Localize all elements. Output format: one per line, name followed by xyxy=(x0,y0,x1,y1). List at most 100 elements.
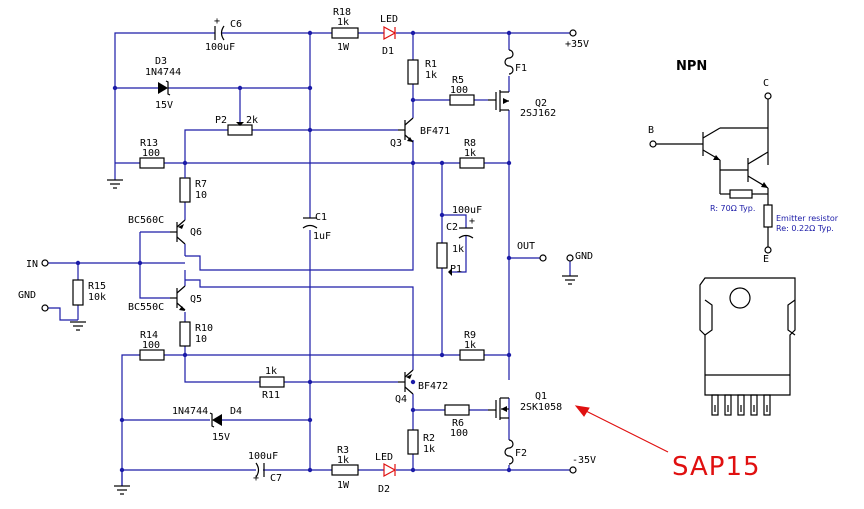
d1-label: D1 xyxy=(382,46,394,57)
c2-value: 100uF xyxy=(452,205,482,216)
q5-value: BC550C xyxy=(128,302,164,313)
q6-value: BC560C xyxy=(128,215,164,226)
capacitor-c1 xyxy=(302,217,318,229)
p2-value: 2k xyxy=(246,115,258,126)
resistor-r9 xyxy=(459,349,485,361)
r15-value: 10k xyxy=(88,292,106,303)
r9-value: 1k xyxy=(464,340,476,351)
q2-value: 2SJ162 xyxy=(520,108,556,119)
r6-label: R6 xyxy=(452,418,464,429)
c6-value: 100uF xyxy=(205,42,235,53)
svg-text:+: + xyxy=(469,216,475,227)
r18-label: R18 xyxy=(333,7,351,18)
q4-value: BF472 xyxy=(418,381,448,392)
transistor-q3 xyxy=(398,117,414,143)
r1-value: 1k xyxy=(425,70,437,81)
p2-label: P2 xyxy=(215,115,227,126)
q2-label: Q2 xyxy=(535,98,547,109)
r5-value: 100 xyxy=(450,85,468,96)
npn-b-label: B xyxy=(648,125,654,136)
junction-dots xyxy=(75,30,512,473)
npn-e-label: E xyxy=(763,254,769,265)
d3-value: 1N4744 xyxy=(145,67,181,78)
c2-label: C2 xyxy=(446,222,458,233)
ground-symbol-left xyxy=(107,163,123,189)
d4-voltage: 15V xyxy=(212,432,230,443)
r14-label: R14 xyxy=(140,330,158,341)
r8-value: 1k xyxy=(464,148,476,159)
resistor-r3 xyxy=(331,464,359,476)
to3p-package-drawing xyxy=(699,277,796,416)
resistor-r13 xyxy=(139,157,165,169)
r13-value: 100 xyxy=(142,148,160,159)
p1-label: P1 xyxy=(450,264,462,275)
p1-value: 1k xyxy=(452,244,464,255)
npn-re-label1: Emitter resistor xyxy=(776,214,839,223)
r7-value: 10 xyxy=(195,190,207,201)
resistor-r11 xyxy=(259,376,285,388)
zener-d3 xyxy=(158,80,171,96)
zener-d4 xyxy=(209,412,222,428)
npn-title: NPN xyxy=(676,59,707,74)
in-terminal xyxy=(41,259,49,267)
darlington-symbol xyxy=(649,92,773,254)
resistor-r6 xyxy=(444,404,470,416)
capacitor-c2 xyxy=(458,227,474,239)
resistor-r18 xyxy=(331,27,359,39)
gnd-out-terminal xyxy=(566,254,574,262)
pos-rail-terminal xyxy=(569,29,577,37)
d4-value: 1N4744 xyxy=(172,406,208,417)
r1-label: R1 xyxy=(425,59,437,70)
r15-label: R15 xyxy=(88,281,106,292)
resistor-r10 xyxy=(179,321,191,347)
led2-label: LED xyxy=(375,452,393,463)
mosfet-q2 xyxy=(488,90,509,112)
d4-label: D4 xyxy=(230,406,242,417)
led-d1 xyxy=(383,25,397,41)
r8-label: R8 xyxy=(464,138,476,149)
r3-value: 1k xyxy=(337,455,349,466)
npn-r-label: R: 70Ω Typ. xyxy=(710,204,755,213)
resistor-r1 xyxy=(407,59,419,85)
r9-label: R9 xyxy=(464,330,476,341)
c7-value: 100uF xyxy=(248,451,278,462)
resistor-r2 xyxy=(407,429,419,455)
r10-value: 10 xyxy=(195,334,207,345)
npn-re-label2: Re: 0.22Ω Typ. xyxy=(776,224,834,233)
r2-label: R2 xyxy=(423,433,435,444)
c1-value: 1uF xyxy=(313,231,331,242)
gnd-in-label: GND xyxy=(18,290,36,301)
sap15-callout: SAP15 xyxy=(672,452,761,482)
q3-value: BF471 xyxy=(420,126,450,137)
r18-watt: 1W xyxy=(337,42,350,53)
q1-value: 2SK1058 xyxy=(520,402,562,413)
q6-label: Q6 xyxy=(190,227,202,238)
r18-value: 1k xyxy=(337,17,349,28)
q3-label: Q3 xyxy=(390,138,402,149)
d3-label: D3 xyxy=(155,56,167,67)
q1-label: Q1 xyxy=(535,391,547,402)
ground-symbol-out xyxy=(562,275,578,285)
fuse-f2 xyxy=(504,439,514,465)
c1-label: C1 xyxy=(315,212,327,223)
r6-value: 100 xyxy=(450,428,468,439)
resistor-r8 xyxy=(459,157,485,169)
q5-label: Q5 xyxy=(190,294,202,305)
resistor-r7 xyxy=(179,177,191,203)
r11-value: 1k xyxy=(265,366,277,377)
transistor-q5 xyxy=(170,285,186,311)
gnd-in-terminal xyxy=(41,304,49,312)
led1-label: LED xyxy=(380,14,398,25)
potentiometer-p2 xyxy=(227,124,253,136)
r3-label: R3 xyxy=(337,445,349,456)
ground-symbol-bottom xyxy=(114,470,130,495)
svg-text:+: + xyxy=(253,473,259,484)
mosfet-q1 xyxy=(488,397,509,420)
q4-label: Q4 xyxy=(395,394,407,405)
svg-text:+: + xyxy=(214,16,220,27)
wires xyxy=(48,32,571,486)
r2-value: 1k xyxy=(423,444,435,455)
sap15-arrow xyxy=(574,405,669,453)
c7-label: C7 xyxy=(270,473,282,484)
